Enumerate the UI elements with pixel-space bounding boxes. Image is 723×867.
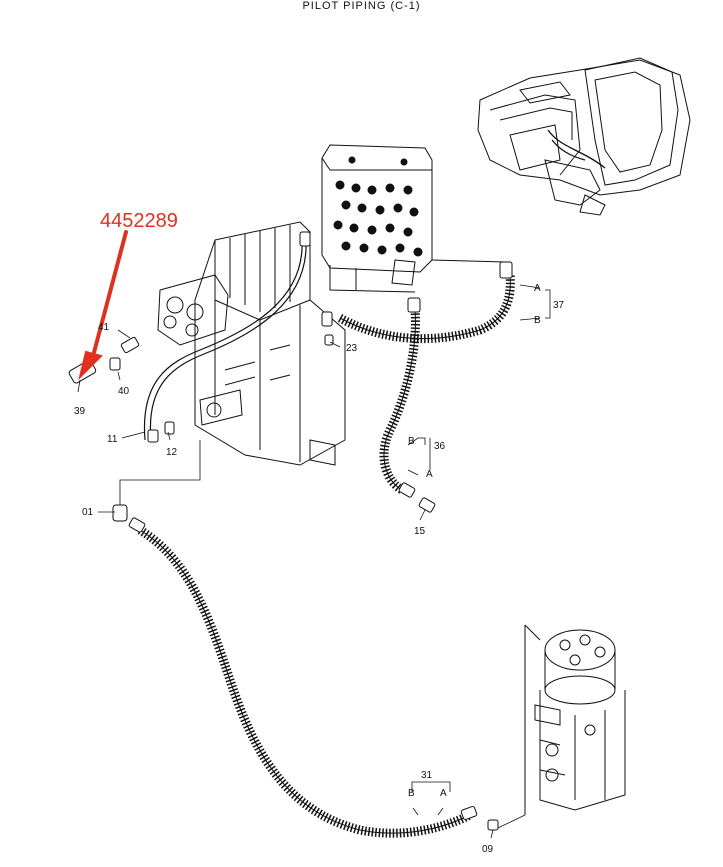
- fittings: [68, 231, 513, 831]
- pilot-valve-block: [321, 144, 506, 293]
- part-label-12: 12: [166, 447, 178, 458]
- part-label-31: 31: [421, 770, 433, 781]
- hose-11: [143, 239, 307, 441]
- part-label-36: 36: [434, 441, 446, 452]
- part-label-41: 41: [98, 322, 110, 333]
- hose-37: [337, 274, 515, 344]
- hose-31-end-b-label: B: [408, 788, 415, 799]
- part-label-01: 01: [82, 507, 94, 518]
- hose-36: [379, 309, 420, 494]
- swivel-joint: [524, 624, 626, 815]
- hose-01-31: [137, 526, 473, 838]
- control-valve: [157, 221, 346, 466]
- part-label-11: 11: [107, 434, 118, 445]
- hose-37-end-a-label: A: [534, 283, 541, 294]
- part-label-15: 15: [414, 526, 426, 537]
- part-label-40: 40: [118, 386, 130, 397]
- leader-lines: [77, 284, 551, 839]
- part-label-37: 37: [553, 300, 565, 311]
- hose-36-end-a-label: A: [426, 469, 433, 480]
- part-label-39: 39: [74, 406, 86, 417]
- part-label-23: 23: [346, 343, 358, 354]
- hose-31-end-a-label: A: [440, 788, 447, 799]
- excavator-overview-illustration: [477, 57, 691, 216]
- annotation-arrow: [78, 230, 128, 381]
- page-title: PILOT PIPING (C-1): [302, 0, 421, 12]
- hose-36-end-b-label: B: [408, 436, 415, 447]
- part-label-09: 09: [482, 844, 494, 855]
- part-number-annotation: 4452289: [100, 210, 178, 232]
- hose-37-end-b-label: B: [534, 315, 541, 326]
